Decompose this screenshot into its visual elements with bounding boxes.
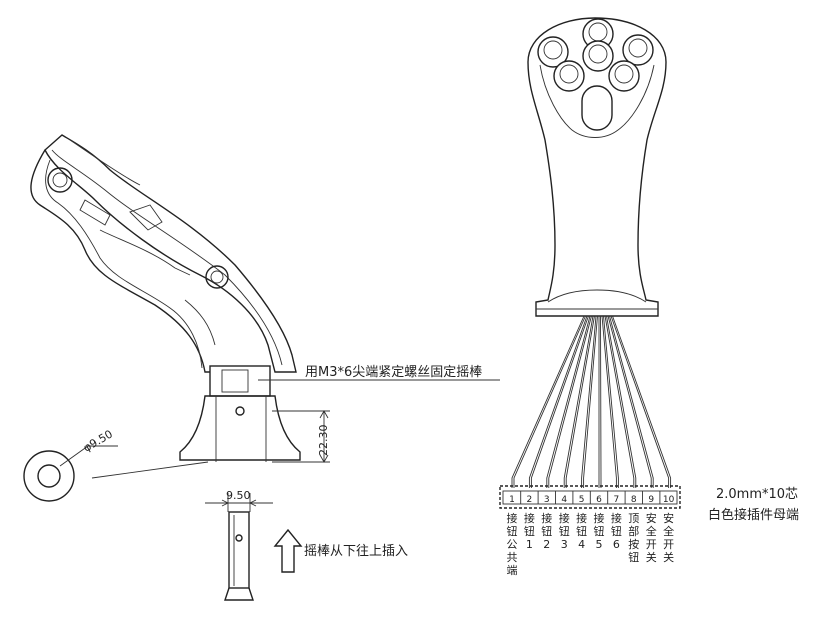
pin-label-1: 接钮公共端 bbox=[507, 512, 518, 577]
pin-label-8: 顶部按钮 bbox=[628, 512, 639, 564]
button-lower-left-icon bbox=[553, 60, 585, 92]
hole-diameter-dimension: φ9.50 bbox=[81, 427, 115, 454]
wire-5-outline bbox=[583, 315, 598, 488]
pin-number-6: 6 bbox=[596, 495, 602, 505]
wire-5 bbox=[581, 315, 597, 488]
wire-1 bbox=[511, 315, 585, 488]
wire-6-outline bbox=[600, 315, 602, 488]
pin-number-7: 7 bbox=[614, 495, 620, 505]
washer-detail: φ9.50 bbox=[23, 427, 209, 502]
mount-screw-note: 用M3*6尖端紧定螺丝固定摇棒 bbox=[305, 365, 482, 380]
pin-number-2: 2 bbox=[527, 495, 533, 505]
rod-detail: 9.50 bbox=[205, 489, 303, 601]
pin-number-5: 5 bbox=[579, 495, 585, 505]
pin-label-9: 安全开关 bbox=[646, 511, 657, 564]
rod-width-dimension: 9.50 bbox=[226, 489, 251, 502]
wire-3 bbox=[546, 315, 591, 488]
wire-8-outline bbox=[606, 315, 637, 488]
wire-bundle bbox=[511, 315, 672, 488]
wire-10 bbox=[610, 315, 670, 488]
wire-9-outline bbox=[609, 315, 654, 488]
wire-2 bbox=[528, 315, 588, 488]
wire-10-outline bbox=[612, 315, 672, 488]
pin-number-4: 4 bbox=[561, 495, 567, 505]
pin-label-10: 安全开关 bbox=[663, 511, 674, 564]
wire-3-outline bbox=[548, 315, 592, 488]
wire-7-outline bbox=[603, 315, 619, 488]
wire-7 bbox=[601, 315, 617, 488]
pin-number-3: 3 bbox=[544, 495, 550, 505]
joystick-front-view bbox=[527, 17, 667, 317]
button-center-icon bbox=[582, 40, 614, 72]
height-dimension: 22.30 bbox=[317, 425, 330, 457]
wire-9 bbox=[607, 315, 652, 488]
pin-number-1: 1 bbox=[509, 495, 515, 505]
wire-4-outline bbox=[565, 315, 595, 488]
connector-spec-line1: 2.0mm*10芯 bbox=[716, 487, 798, 502]
pin-number-10: 10 bbox=[663, 495, 675, 505]
button-lower-right-icon bbox=[608, 60, 640, 92]
wire-1-outline bbox=[513, 315, 586, 488]
wire-8 bbox=[604, 315, 635, 488]
wire-4 bbox=[563, 315, 594, 488]
pin-number-8: 8 bbox=[631, 495, 637, 505]
pin-number-9: 9 bbox=[648, 495, 654, 505]
wire-2-outline bbox=[530, 315, 589, 488]
handle-section-view: 22.30 bbox=[30, 134, 500, 463]
insert-direction-note: 摇棒从下往上插入 bbox=[304, 544, 408, 559]
connector-spec-line2: 白色接插件母端 bbox=[708, 507, 799, 523]
button-upper-right-icon bbox=[622, 34, 654, 66]
